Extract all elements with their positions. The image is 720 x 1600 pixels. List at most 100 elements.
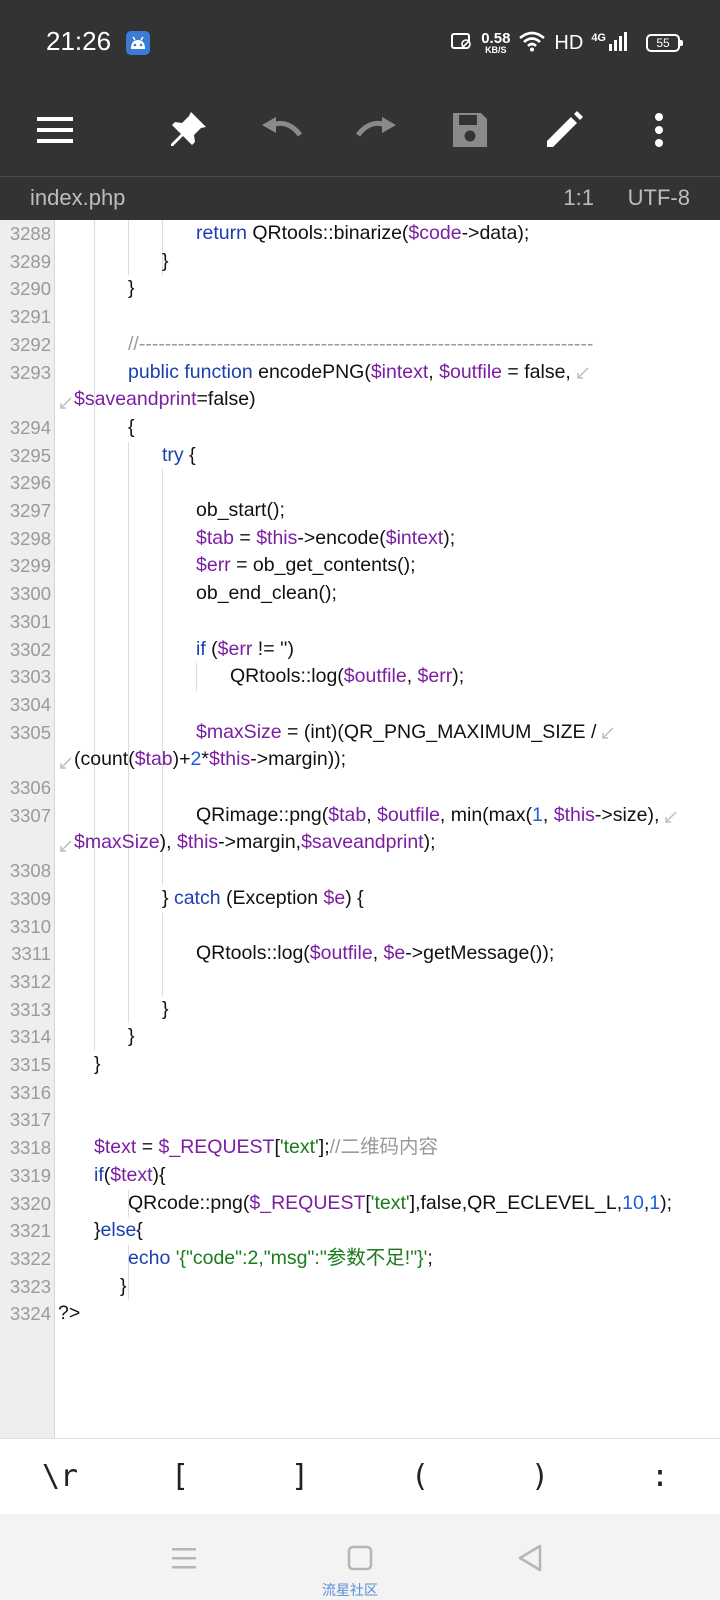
code-token: $saveandprint [74, 388, 197, 411]
net-speed: 0.58 KB/S [481, 30, 511, 55]
indent-guide [162, 469, 163, 885]
line-number: 3293 [9, 361, 51, 383]
code-token: 1 [532, 803, 543, 826]
code-token: , [372, 942, 384, 965]
code-token: $saveandprint [301, 831, 424, 854]
indent-guide [162, 220, 163, 276]
code-line: 3294{ [0, 414, 720, 442]
code-token: = false, [502, 360, 571, 383]
code-line: 3291 [0, 303, 720, 331]
line-wrap-icon [58, 752, 74, 770]
line-number: 3321 [9, 1220, 51, 1242]
code-token: 1 [649, 1191, 661, 1214]
code-line: 3298$tab = $this->encode($intext); [0, 525, 720, 553]
code-token: if [196, 637, 206, 660]
symbol-key[interactable]: : [650, 1459, 670, 1494]
code-line: 3306 [0, 774, 720, 802]
clock: 21:26 [46, 26, 112, 56]
code-line: 3305$maxSize = (int)(QR_PNG_MAXIMUM_SIZE… [0, 719, 720, 747]
save-icon[interactable] [440, 100, 500, 160]
code-token: ); [660, 1191, 673, 1214]
code-token: , [406, 665, 418, 688]
code-token: (Exception [220, 886, 324, 909]
code-line: 3293 public function encodePNG($intext, $… [0, 359, 720, 387]
code-token: $maxSize [74, 831, 160, 854]
pin-icon[interactable] [158, 100, 218, 160]
code-text: } [128, 275, 135, 303]
line-number: 3311 [11, 943, 51, 965]
code-line: 3313} [0, 996, 720, 1024]
code-token: ); [443, 526, 456, 549]
symbol-key[interactable]: \r [41, 1459, 79, 1494]
code-text: ?> [58, 1300, 80, 1328]
line-number: 3292 [9, 333, 51, 355]
code-token: = ob_get_contents(); [230, 554, 416, 577]
code-line: $saveandprint=false) [0, 386, 720, 414]
line-number: 3289 [9, 250, 51, 272]
line-number: 3316 [9, 1081, 51, 1103]
code-token: 'text' [370, 1191, 410, 1214]
symbol-key[interactable]: [ [170, 1459, 190, 1494]
sim-card-icon [451, 32, 473, 55]
hd-label: HD [554, 31, 584, 54]
code-token: )+ [172, 748, 191, 771]
code-line: (count($tab)+2*$this->margin)); [0, 746, 720, 774]
code-token: $tab [328, 803, 367, 826]
code-token: $this [256, 526, 298, 549]
recents-icon[interactable] [164, 1538, 204, 1578]
undo-icon[interactable] [252, 100, 312, 160]
code-token: $code [408, 222, 462, 244]
redo-icon[interactable] [346, 100, 406, 160]
code-token: 10 [622, 1191, 644, 1214]
home-icon[interactable] [340, 1538, 380, 1578]
navigation-bar [0, 1514, 720, 1600]
editor-toolbar [0, 84, 720, 176]
line-number: 3294 [9, 416, 51, 438]
code-token: } [128, 277, 135, 300]
code-token: $err [217, 637, 253, 660]
code-token: ( [103, 1163, 111, 1186]
back-icon[interactable] [510, 1538, 550, 1578]
code-line: 3309 } catch (Exception $e) { [0, 885, 720, 913]
more-vert-icon[interactable] [629, 100, 689, 160]
line-number: 3319 [9, 1164, 51, 1186]
code-text: }else{ [94, 1217, 143, 1245]
symbol-key[interactable]: ] [290, 1459, 310, 1494]
code-text: public function encodePNG($intext, $outf… [128, 359, 591, 387]
code-line: 3292//----------------------------------… [0, 331, 720, 359]
line-number: 3313 [9, 998, 51, 1020]
edit-icon[interactable] [534, 100, 594, 160]
line-number: 3324 [9, 1303, 51, 1325]
code-token: ],false,QR_ECLEVEL_L, [409, 1191, 623, 1214]
file-encoding[interactable]: UTF-8 [627, 185, 690, 210]
code-token: , [542, 803, 554, 826]
code-token: ; [427, 1246, 433, 1269]
code-line: $maxSize), $this->margin,$saveandprint); [0, 829, 720, 857]
code-token: } [162, 249, 169, 272]
code-token: { [183, 443, 196, 466]
code-text: } catch (Exception $e) { [162, 885, 364, 913]
code-token: = [136, 1136, 159, 1159]
code-token: ->data); [461, 222, 530, 244]
menu-icon[interactable] [25, 100, 85, 160]
code-text: $maxSize = (int)(QR_PNG_MAXIMUM_SIZE / [196, 719, 616, 747]
line-wrap-icon [663, 806, 679, 823]
line-number: 3309 [9, 887, 51, 909]
code-token: ob_start(); [196, 499, 285, 521]
code-token: ( [205, 637, 218, 660]
symbol-key[interactable]: ( [410, 1459, 430, 1494]
code-line: 3308 [0, 857, 720, 885]
code-token: $intext [370, 360, 429, 383]
code-token: public function [128, 360, 259, 383]
code-token: = (int)(QR_PNG_MAXIMUM_SIZE / [281, 720, 597, 743]
file-name[interactable]: index.php [30, 185, 126, 210]
code-token: QRcode::png( [128, 1191, 250, 1214]
symbol-key[interactable]: ) [530, 1459, 550, 1494]
code-token: $text [94, 1136, 137, 1159]
line-number: 3299 [9, 555, 51, 577]
